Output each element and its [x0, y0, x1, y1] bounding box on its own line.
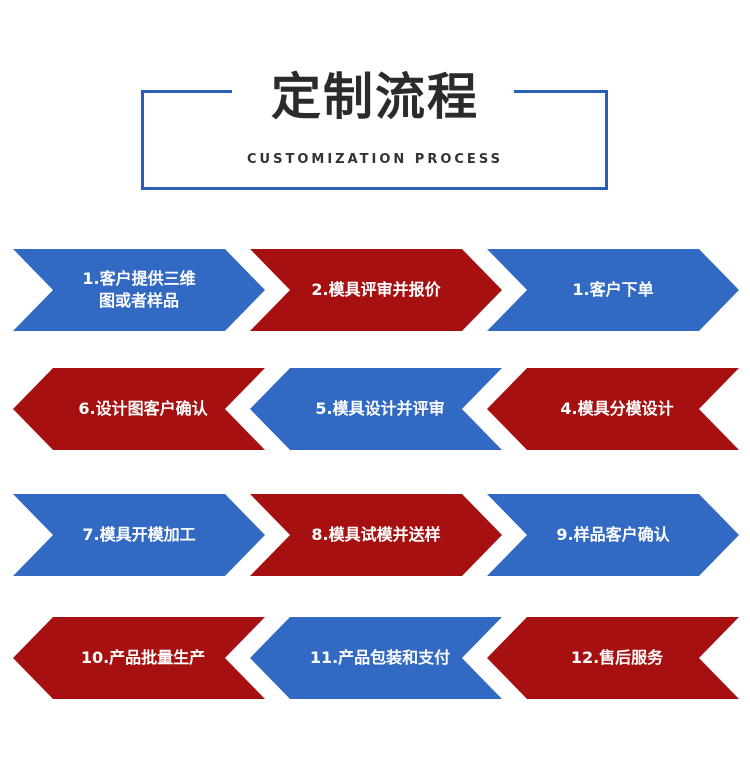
chevron-fill — [250, 249, 502, 331]
chevron-shape — [13, 494, 265, 576]
process-step-label: 9.样品客户确认 — [556, 525, 670, 544]
process-step-label: 10.产品批量生产 — [80, 648, 206, 667]
chevron-shape — [250, 368, 502, 450]
page-subtitle: CUSTOMIZATION PROCESS — [247, 152, 503, 167]
chevron-shape — [487, 368, 739, 450]
process-step-label: 12.售后服务 — [570, 648, 664, 667]
process-step-label: 4.模具分模设计 — [560, 399, 674, 418]
process-step-11: 11.产品包装和支付 — [250, 617, 502, 699]
title-frame-gap — [232, 80, 514, 102]
chevron-fill — [13, 617, 265, 699]
process-step-3: 1.客户下单 — [487, 249, 739, 331]
chevron-fill — [250, 617, 502, 699]
process-step-label: 8.模具试模并送样 — [311, 525, 441, 544]
chevron-shape — [13, 368, 265, 450]
chevron-fill — [487, 249, 739, 331]
process-step-label: 5.模具设计并评审 — [315, 399, 445, 418]
chevron-fill — [487, 368, 739, 450]
process-step-6: 4.模具分模设计 — [487, 368, 739, 450]
process-step-2: 2.模具评审并报价 — [250, 249, 502, 331]
process-step-12: 12.售后服务 — [487, 617, 739, 699]
process-step-4: 6.设计图客户确认 — [13, 368, 265, 450]
process-step-label: 7.模具开模加工 — [82, 525, 196, 544]
chevron-shape — [487, 617, 739, 699]
process-step-5: 5.模具设计并评审 — [250, 368, 502, 450]
chevron-shape — [13, 617, 265, 699]
chevron-shape — [250, 494, 502, 576]
process-step-label: 11.产品包装和支付 — [309, 648, 451, 667]
process-step-9: 9.样品客户确认 — [487, 494, 739, 576]
process-step-label: 1.客户下单 — [572, 280, 654, 299]
process-step-10: 10.产品批量生产 — [13, 617, 265, 699]
process-step-7: 7.模具开模加工 — [13, 494, 265, 576]
process-step-1: 1.客户提供三维 图或者样品 — [13, 249, 265, 331]
chevron-shape — [13, 249, 265, 331]
chevron-shape — [250, 617, 502, 699]
chevron-shape — [487, 249, 739, 331]
chevron-shape — [250, 249, 502, 331]
chevron-fill — [250, 368, 502, 450]
process-step-label: 1.客户提供三维 图或者样品 — [82, 269, 196, 310]
process-step-8: 8.模具试模并送样 — [250, 494, 502, 576]
process-step-label: 6.设计图客户确认 — [78, 399, 208, 418]
chevron-shape — [487, 494, 739, 576]
process-step-label: 2.模具评审并报价 — [311, 280, 441, 299]
chevron-fill — [487, 617, 739, 699]
chevron-fill — [13, 368, 265, 450]
chevron-fill — [13, 249, 265, 331]
chevron-fill — [13, 494, 265, 576]
header: 定制流程 CUSTOMIZATION PROCESS — [0, 0, 750, 200]
page-title: 定制流程 — [271, 68, 479, 126]
chevron-fill — [250, 494, 502, 576]
chevron-fill — [487, 494, 739, 576]
